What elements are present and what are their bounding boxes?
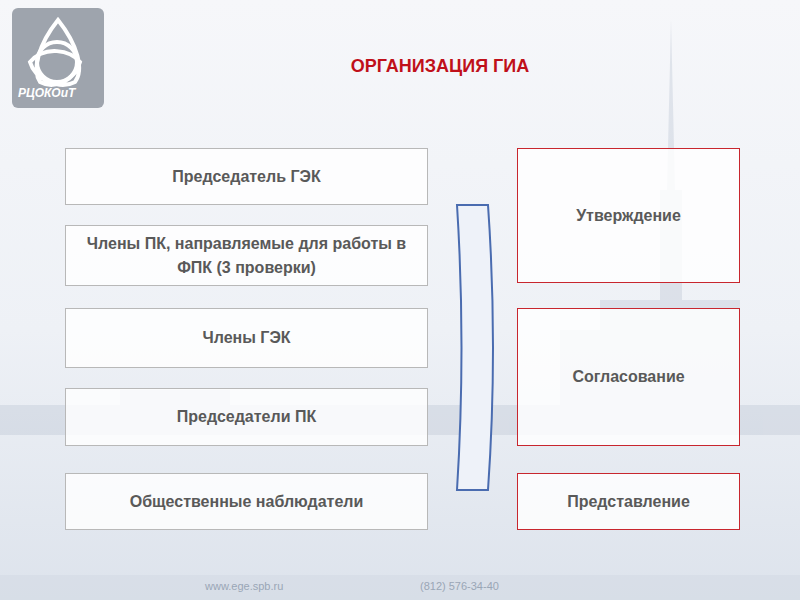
diagram-title: ОРГАНИЗАЦИЯ ГИА <box>240 56 640 77</box>
box-label: Согласование <box>572 365 684 388</box>
participant-box: Члены ГЭК <box>65 308 428 368</box>
phone-number: (812) 576-34-40 <box>420 580 499 592</box>
stage-box: Утверждение <box>517 148 740 283</box>
box-label: Председатели ПК <box>177 405 316 428</box>
box-label: Общественные наблюдатели <box>130 490 364 513</box>
box-label: Члены ГЭК <box>202 326 290 349</box>
box-label: Председатель ГЭК <box>172 165 320 188</box>
stage-box: Представление <box>517 473 740 530</box>
box-label: Представление <box>567 490 690 513</box>
participant-box: Члены ПК, направляемые для работы в ФПК … <box>65 225 428 286</box>
website: www.ege.spb.ru <box>205 580 283 592</box>
participant-box: Председатели ПК <box>65 388 428 446</box>
box-label: Утверждение <box>576 204 681 227</box>
stage-box: Согласование <box>517 308 740 446</box>
grouping-bracket <box>457 205 493 490</box>
logo-text: РЦОКОиТ <box>18 86 75 100</box>
fortress-silhouette <box>0 20 800 435</box>
footer-band <box>0 575 800 600</box>
logo <box>12 8 104 108</box>
participant-box: Общественные наблюдатели <box>65 473 428 530</box>
participant-box: Председатель ГЭК <box>65 148 428 205</box>
box-label: Члены ПК, направляемые для работы в ФПК … <box>78 232 415 278</box>
